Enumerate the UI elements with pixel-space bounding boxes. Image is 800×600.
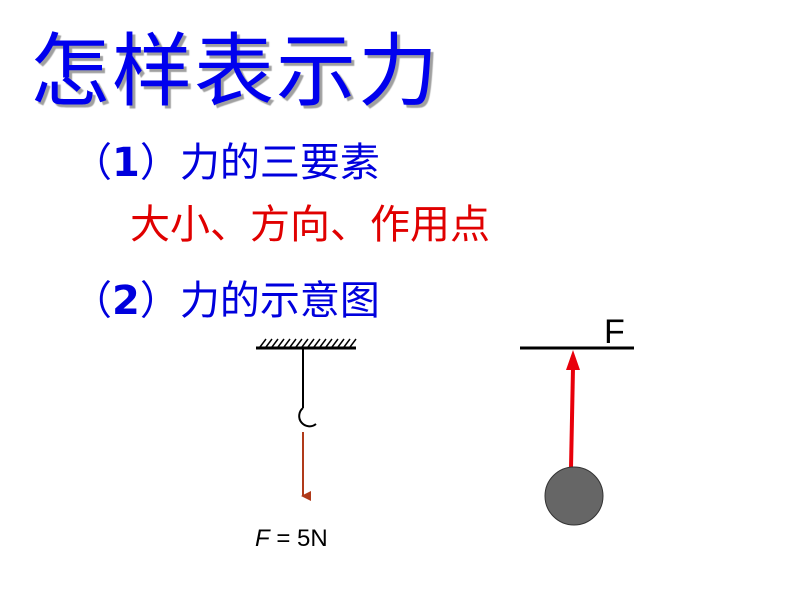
- hook: [298, 407, 317, 428]
- slide-title: 怎样表示力: [30, 25, 440, 118]
- force-magnitude-label: F = 5N: [255, 524, 328, 554]
- section-1-text: 力的三要素: [179, 140, 380, 186]
- pull-force-arrow-head: [566, 350, 580, 370]
- ceiling-hatching: [259, 338, 357, 348]
- section-2-heading: （2）力的示意图: [72, 276, 380, 326]
- section-2-text: 力的示意图: [179, 278, 380, 324]
- section-1-open-paren: （: [72, 140, 112, 186]
- section-2-close-paren: ）: [139, 278, 180, 324]
- section-1-heading: （1）力的三要素: [72, 138, 380, 188]
- hanging-force-diagram: [256, 338, 357, 501]
- pull-force-diagram: [520, 346, 634, 526]
- section-1-close-paren: ）: [139, 140, 180, 186]
- pull-force-arrow-shaft: [569, 367, 575, 469]
- section-2-open-paren: （: [72, 278, 112, 324]
- force-label-right: F: [604, 313, 625, 351]
- force-value: = 5N: [269, 525, 328, 552]
- force-symbol: F: [255, 525, 270, 552]
- force-elements-line: 大小、方向、作用点: [130, 202, 490, 248]
- section-1-number: 1: [112, 140, 140, 186]
- section-2-number: 2: [112, 278, 140, 324]
- ball: [544, 466, 604, 526]
